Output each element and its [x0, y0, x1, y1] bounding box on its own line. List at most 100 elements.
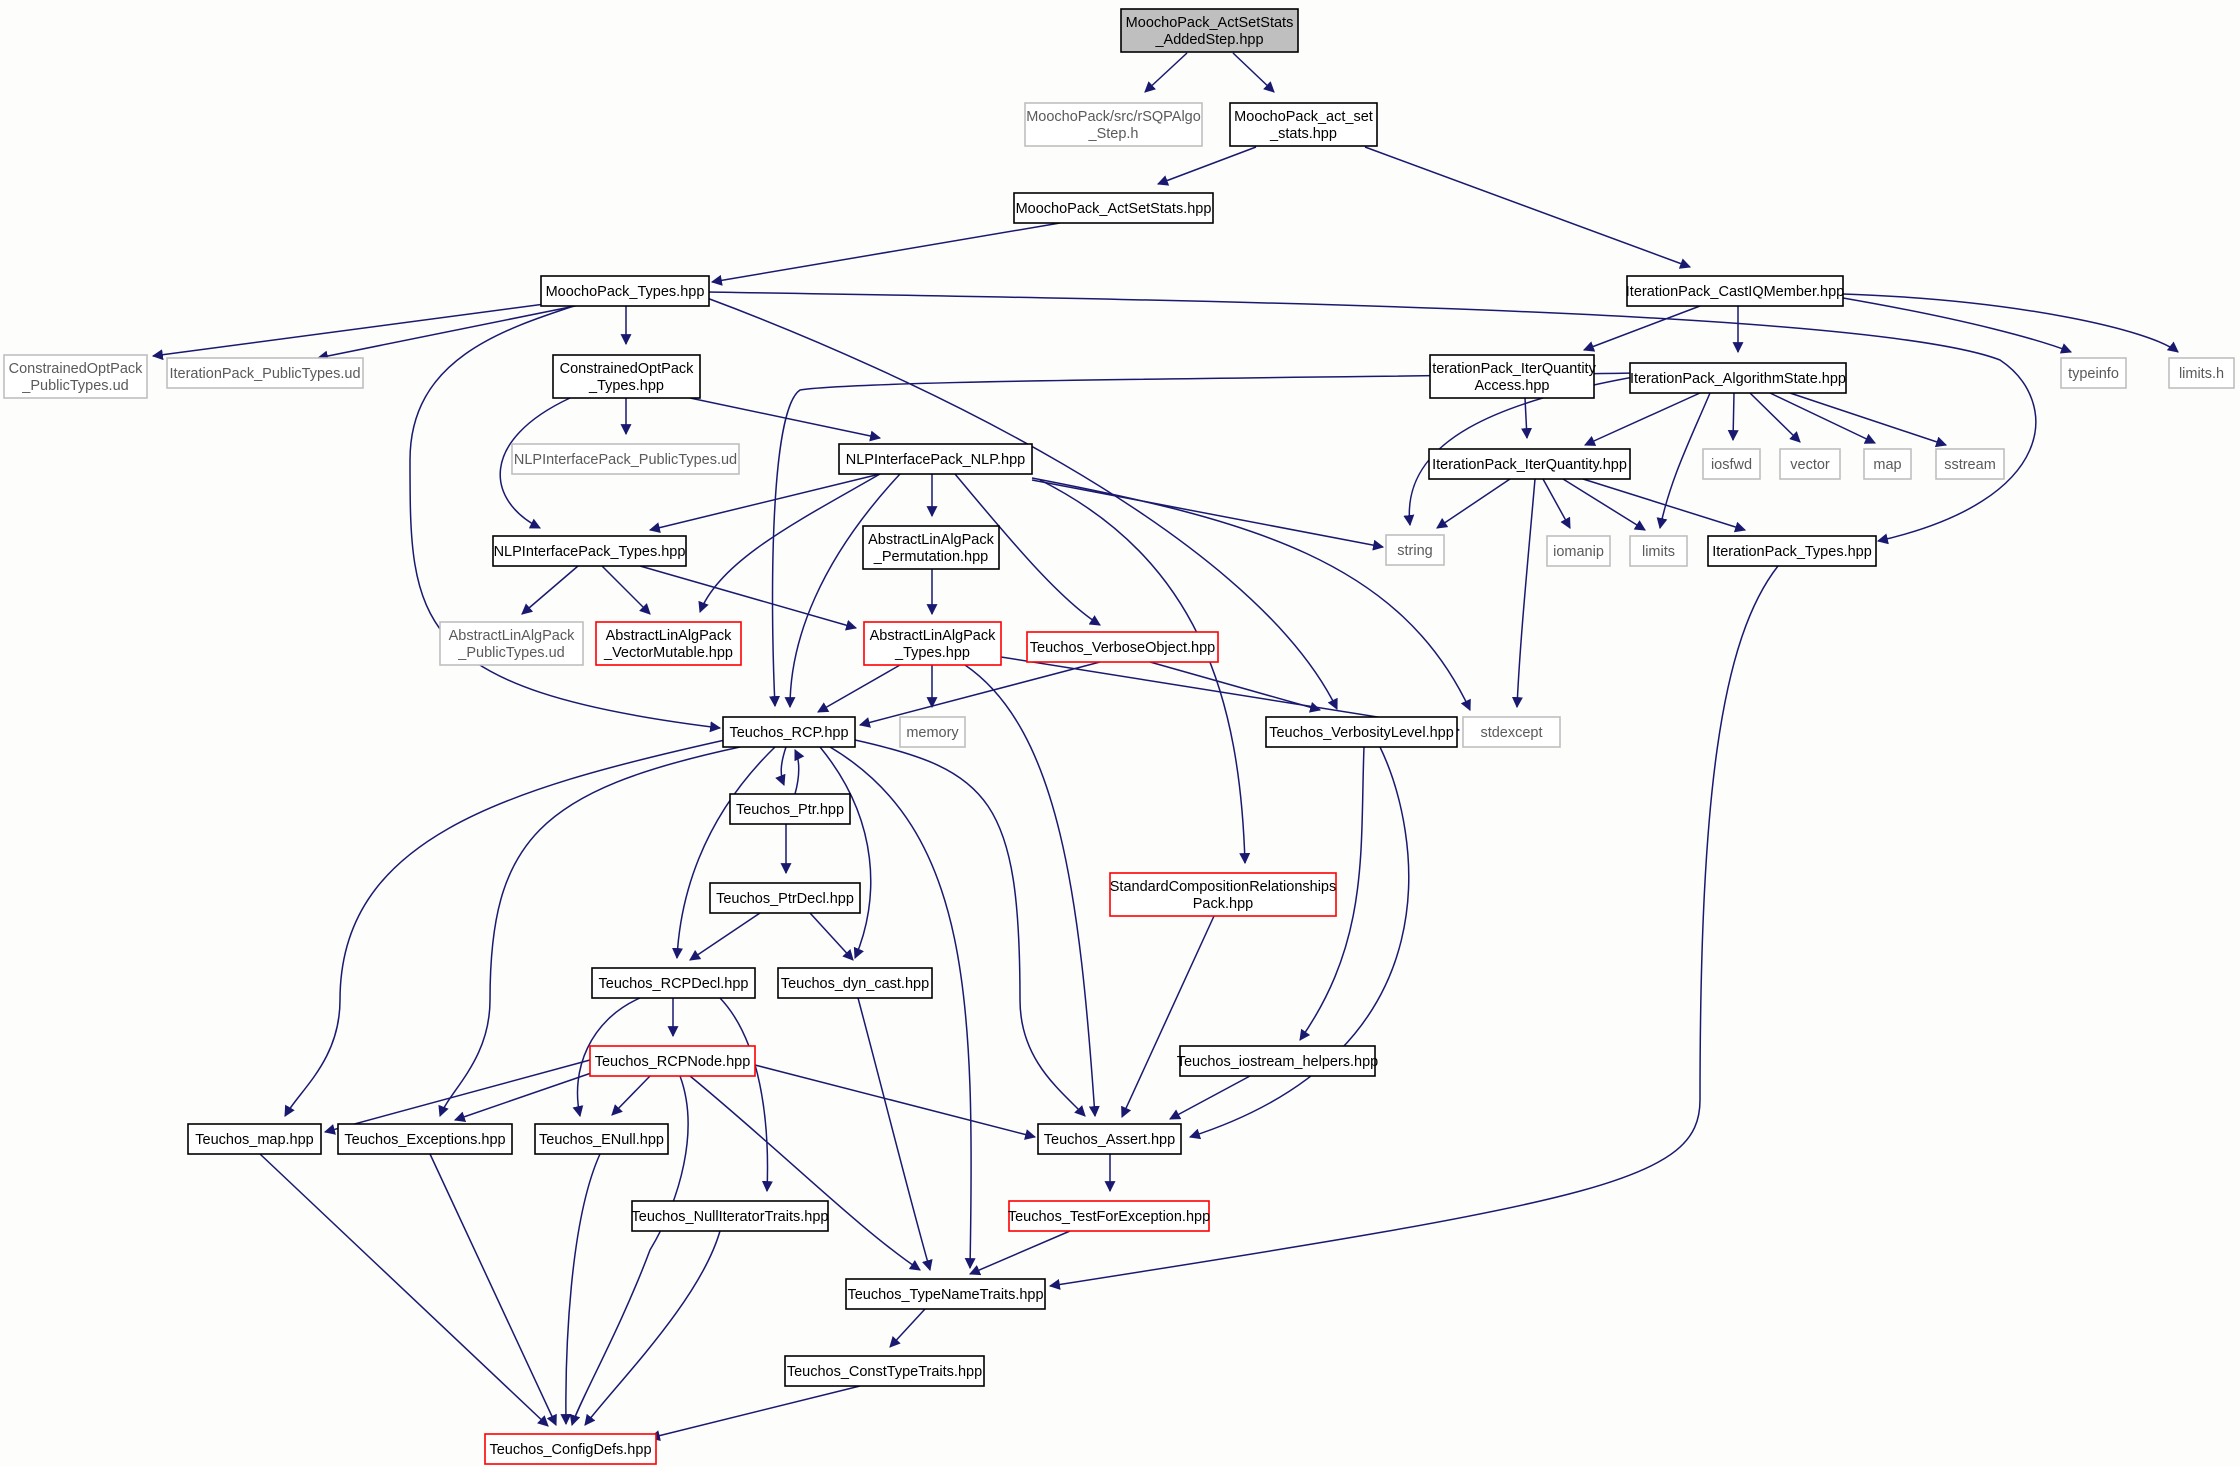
edge-iptypes-to-tnt	[1048, 565, 1779, 1290]
node-iterq[interactable]: IterationPack_IterQuantity.hpp	[1428, 448, 1631, 480]
node-actset[interactable]: MoochoPack_act_set_stats.hpp	[1229, 102, 1378, 147]
node-label-sstream-0: sstream	[1944, 457, 1996, 473]
node-label-iqaccess-0: IterationPack_IterQuantity	[1428, 361, 1596, 377]
node-nullit[interactable]: Teuchos_NullIteratorTraits.hpp	[631, 1200, 829, 1232]
edge-rcpnode-to-exc	[453, 1069, 601, 1122]
edge-nlp-to-nlptypes	[648, 473, 881, 534]
node-label-root-0: MoochoPack_ActSetStats	[1126, 15, 1294, 31]
node-alatypes[interactable]: AbstractLinAlgPack_Types.hpp	[863, 621, 1002, 666]
node-verbose[interactable]: Teuchos_VerboseObject.hpp	[1026, 631, 1219, 663]
node-label-scrp-0: StandardCompositionRelationships	[1110, 879, 1337, 895]
node-box-dyncast	[777, 967, 933, 999]
node-rcpdecl[interactable]: Teuchos_RCPDecl.hpp	[591, 967, 756, 999]
node-label-iohelp-0: Teuchos_iostream_helpers.hpp	[1177, 1054, 1379, 1070]
node-iptypes[interactable]: IterationPack_Types.hpp	[1707, 535, 1877, 567]
node-mtypes[interactable]: MoochoPack_Types.hpp	[540, 275, 710, 307]
node-limits[interactable]: limits	[1629, 535, 1688, 567]
node-cotypes[interactable]: ConstrainedOptPack_Types.hpp	[552, 354, 701, 399]
node-perm[interactable]: AbstractLinAlgPack_Permutation.hpp	[862, 525, 1000, 570]
node-string[interactable]: string	[1385, 534, 1445, 566]
edge-mtypes-to-verblevel	[706, 297, 1338, 710]
node-label-ptrdecl-0: Teuchos_PtrDecl.hpp	[716, 891, 854, 907]
edge-ctt-to-config	[648, 1385, 861, 1441]
node-vector[interactable]: vector	[1779, 448, 1841, 480]
node-label-exc-0: Teuchos_Exceptions.hpp	[344, 1132, 505, 1148]
node-label-vecmut-1: _VectorMutable.hpp	[603, 645, 733, 661]
node-ctt[interactable]: Teuchos_ConstTypeTraits.hpp	[784, 1355, 985, 1387]
edge-rcpnode-to-tmap	[323, 1059, 591, 1135]
node-rcp[interactable]: Teuchos_RCP.hpp	[722, 716, 856, 748]
node-iosfwd[interactable]: iosfwd	[1702, 448, 1761, 480]
node-algstate[interactable]: IterationPack_AlgorithmState.hpp	[1629, 362, 1847, 394]
node-box-rcp	[722, 716, 856, 748]
node-exc[interactable]: Teuchos_Exceptions.hpp	[337, 1123, 513, 1155]
node-label-iomanip-0: iomanip	[1553, 544, 1604, 560]
node-sstream[interactable]: sstream	[1935, 448, 2005, 480]
node-memory[interactable]: memory	[899, 716, 966, 748]
node-typeinfo[interactable]: typeinfo	[2060, 357, 2127, 389]
edge-iterq-to-iomanip	[1542, 478, 1571, 529]
node-root[interactable]: MoochoPack_ActSetStats_AddedStep.hpp	[1120, 8, 1299, 53]
edge-algstate-to-rcp	[769, 372, 1641, 708]
edge-exc-to-config	[429, 1153, 557, 1426]
node-iomanip[interactable]: iomanip	[1546, 535, 1611, 567]
edge-rcp-to-rcpdecl	[672, 746, 776, 960]
node-nlptypes[interactable]: NLPInterfacePack_Types.hpp	[492, 535, 687, 567]
node-label-ippub-0: IterationPack_PublicTypes.ud	[169, 366, 360, 382]
node-enull[interactable]: Teuchos_ENull.hpp	[534, 1123, 669, 1155]
node-ippub[interactable]: IterationPack_PublicTypes.ud	[166, 357, 364, 389]
node-label-ctt-0: Teuchos_ConstTypeTraits.hpp	[787, 1364, 982, 1380]
edge-nlptypes-to-alatypes	[639, 565, 858, 631]
node-testexc[interactable]: Teuchos_TestForException.hpp	[1008, 1200, 1210, 1232]
node-box-ptr	[729, 793, 851, 825]
edge-algstate-to-iterq	[1583, 392, 1701, 446]
node-tnt[interactable]: Teuchos_TypeNameTraits.hpp	[845, 1278, 1046, 1310]
node-nlppub[interactable]: NLPInterfacePack_PublicTypes.ud	[511, 443, 740, 475]
node-label-config-0: Teuchos_ConfigDefs.hpp	[489, 1442, 651, 1458]
node-rcpnode[interactable]: Teuchos_RCPNode.hpp	[589, 1045, 756, 1077]
node-label-testexc-0: Teuchos_TestForException.hpp	[1008, 1209, 1210, 1225]
node-ptrdecl[interactable]: Teuchos_PtrDecl.hpp	[709, 882, 861, 914]
node-nlp[interactable]: NLPInterfacePack_NLP.hpp	[838, 443, 1033, 475]
node-vecmut[interactable]: AbstractLinAlgPack_VectorMutable.hpp	[595, 621, 742, 666]
node-rsqp[interactable]: MoochoPack/src/rSQPAlgo_Step.h	[1024, 102, 1203, 147]
node-limitsh[interactable]: limits.h	[2168, 357, 2235, 389]
edge-castiq-to-iqaccess	[1582, 305, 1701, 352]
edge-iterq-to-string	[1436, 478, 1511, 529]
node-box-ippub	[166, 357, 364, 389]
node-box-actsetstats	[1013, 192, 1214, 224]
edge-algstate-to-map	[1769, 392, 1876, 444]
node-verblevel[interactable]: Teuchos_VerbosityLevel.hpp	[1265, 716, 1458, 748]
node-assert[interactable]: Teuchos_Assert.hpp	[1037, 1123, 1182, 1155]
node-actsetstats[interactable]: MoochoPack_ActSetStats.hpp	[1013, 192, 1214, 224]
edge-scrp-to-assert	[1121, 915, 1215, 1119]
node-label-cotypes-0: ConstrainedOptPack	[560, 361, 695, 377]
node-castiq[interactable]: IterationPack_CastIQMember.hpp	[1626, 275, 1844, 307]
node-map[interactable]: map	[1863, 448, 1912, 480]
node-dyncast[interactable]: Teuchos_dyn_cast.hpp	[777, 967, 933, 999]
edge-rcpnode-to-enull	[611, 1075, 651, 1116]
edge-rcp-to-exc	[438, 746, 741, 1118]
node-iohelp[interactable]: Teuchos_iostream_helpers.hpp	[1177, 1045, 1379, 1077]
node-ptr[interactable]: Teuchos_Ptr.hpp	[729, 793, 851, 825]
node-box-verblevel	[1265, 716, 1458, 748]
node-box-alatypes	[863, 621, 1002, 666]
node-config[interactable]: Teuchos_ConfigDefs.hpp	[484, 1433, 657, 1465]
edge-rcpdecl-to-nullit	[719, 997, 773, 1193]
node-label-string-0: string	[1397, 543, 1432, 559]
edge-cotypes-to-nlptypes	[499, 397, 571, 529]
edge-nlp-to-stdexcept	[1031, 477, 1471, 711]
node-tmap[interactable]: Teuchos_map.hpp	[187, 1123, 322, 1155]
node-label-alapub-1: _PublicTypes.ud	[457, 645, 564, 661]
node-copub[interactable]: ConstrainedOptPack_PublicTypes.ud	[3, 354, 148, 399]
node-label-alapub-0: AbstractLinAlgPack	[449, 628, 575, 644]
edge-nlp-to-string	[1031, 479, 1385, 551]
edge-rcp-to-tmap	[284, 739, 726, 1117]
node-stdexcept[interactable]: stdexcept	[1462, 716, 1561, 748]
node-box-memory	[899, 716, 966, 748]
node-alapub[interactable]: AbstractLinAlgPack_PublicTypes.ud	[439, 621, 584, 666]
node-box-iomanip	[1546, 535, 1611, 567]
edge-mtypes-to-copub	[151, 301, 561, 361]
